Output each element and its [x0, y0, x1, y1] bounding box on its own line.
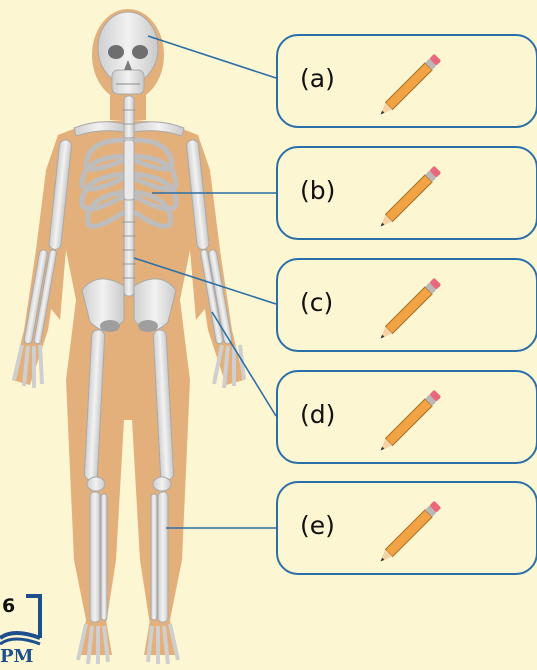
label-e: (e) [300, 511, 335, 540]
pencil-icon [373, 489, 453, 569]
pencil-icon [373, 42, 453, 122]
label-d: (d) [300, 400, 335, 429]
answer-box-d[interactable]: (d) [276, 370, 537, 464]
pencil-icon [373, 154, 453, 234]
label-b: (b) [300, 176, 335, 205]
label-a: (a) [300, 64, 335, 93]
label-c: (c) [300, 288, 333, 317]
answer-box-e[interactable]: (e) [276, 481, 537, 575]
pencil-icon [373, 266, 453, 346]
answer-box-a[interactable]: (a) [276, 34, 537, 128]
pencil-icon [373, 378, 453, 458]
leader-line-a [148, 36, 276, 78]
answer-box-b[interactable]: (b) [276, 146, 537, 240]
page-number: 6 [2, 595, 15, 617]
answer-box-c[interactable]: (c) [276, 258, 537, 352]
publisher-mark: PM [0, 646, 33, 667]
